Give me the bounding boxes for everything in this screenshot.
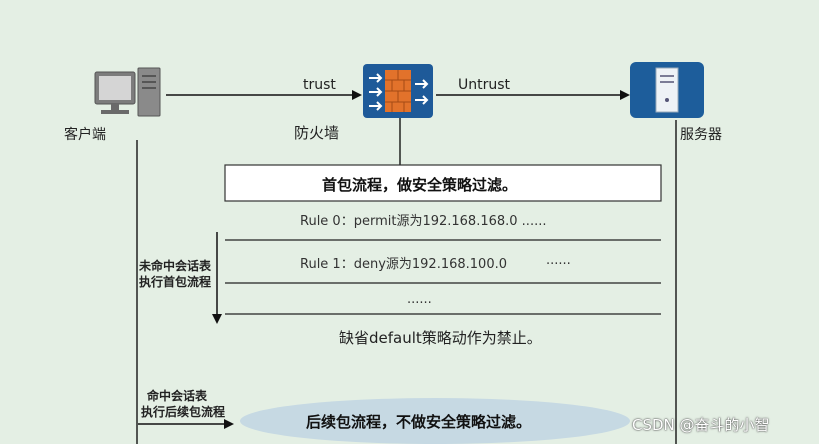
rule0-text: Rule 0：permit源为192.168.168.0 ...... bbox=[300, 214, 547, 229]
server-label: 服务器 bbox=[680, 127, 722, 143]
subsequent-packet-ellipse bbox=[240, 398, 630, 444]
rule1-text: Rule 1：deny源为192.168.100.0 bbox=[300, 257, 507, 272]
subsequent-packet-text: 后续包流程，不做安全策略过滤。 bbox=[306, 413, 532, 431]
computer-icon bbox=[94, 67, 161, 117]
hit-session-label-1: 命中会话表 bbox=[147, 389, 208, 403]
first-packet-box bbox=[224, 164, 662, 202]
client-label: 客户端 bbox=[64, 127, 106, 143]
more-rules-ellipsis: ...... bbox=[407, 292, 432, 307]
untrust-label: Untrust bbox=[458, 77, 511, 93]
firewall-label: 防火墙 bbox=[294, 124, 340, 142]
first-packet-text: 首包流程，做安全策略过滤。 bbox=[322, 176, 518, 194]
watermark: CSDN @奋斗的小智 bbox=[632, 416, 770, 434]
server-icon bbox=[630, 62, 704, 118]
default-action-text: 缺省default策略动作为禁止。 bbox=[339, 329, 542, 347]
miss-session-label-1: 未命中会话表 bbox=[139, 259, 212, 273]
firewall-icon bbox=[363, 64, 433, 118]
rule1-ellipsis: ...... bbox=[546, 253, 571, 268]
hit-session-label-2: 执行后续包流程 bbox=[141, 405, 226, 419]
trust-label: trust bbox=[303, 77, 336, 93]
miss-session-label-2: 执行首包流程 bbox=[139, 275, 212, 289]
